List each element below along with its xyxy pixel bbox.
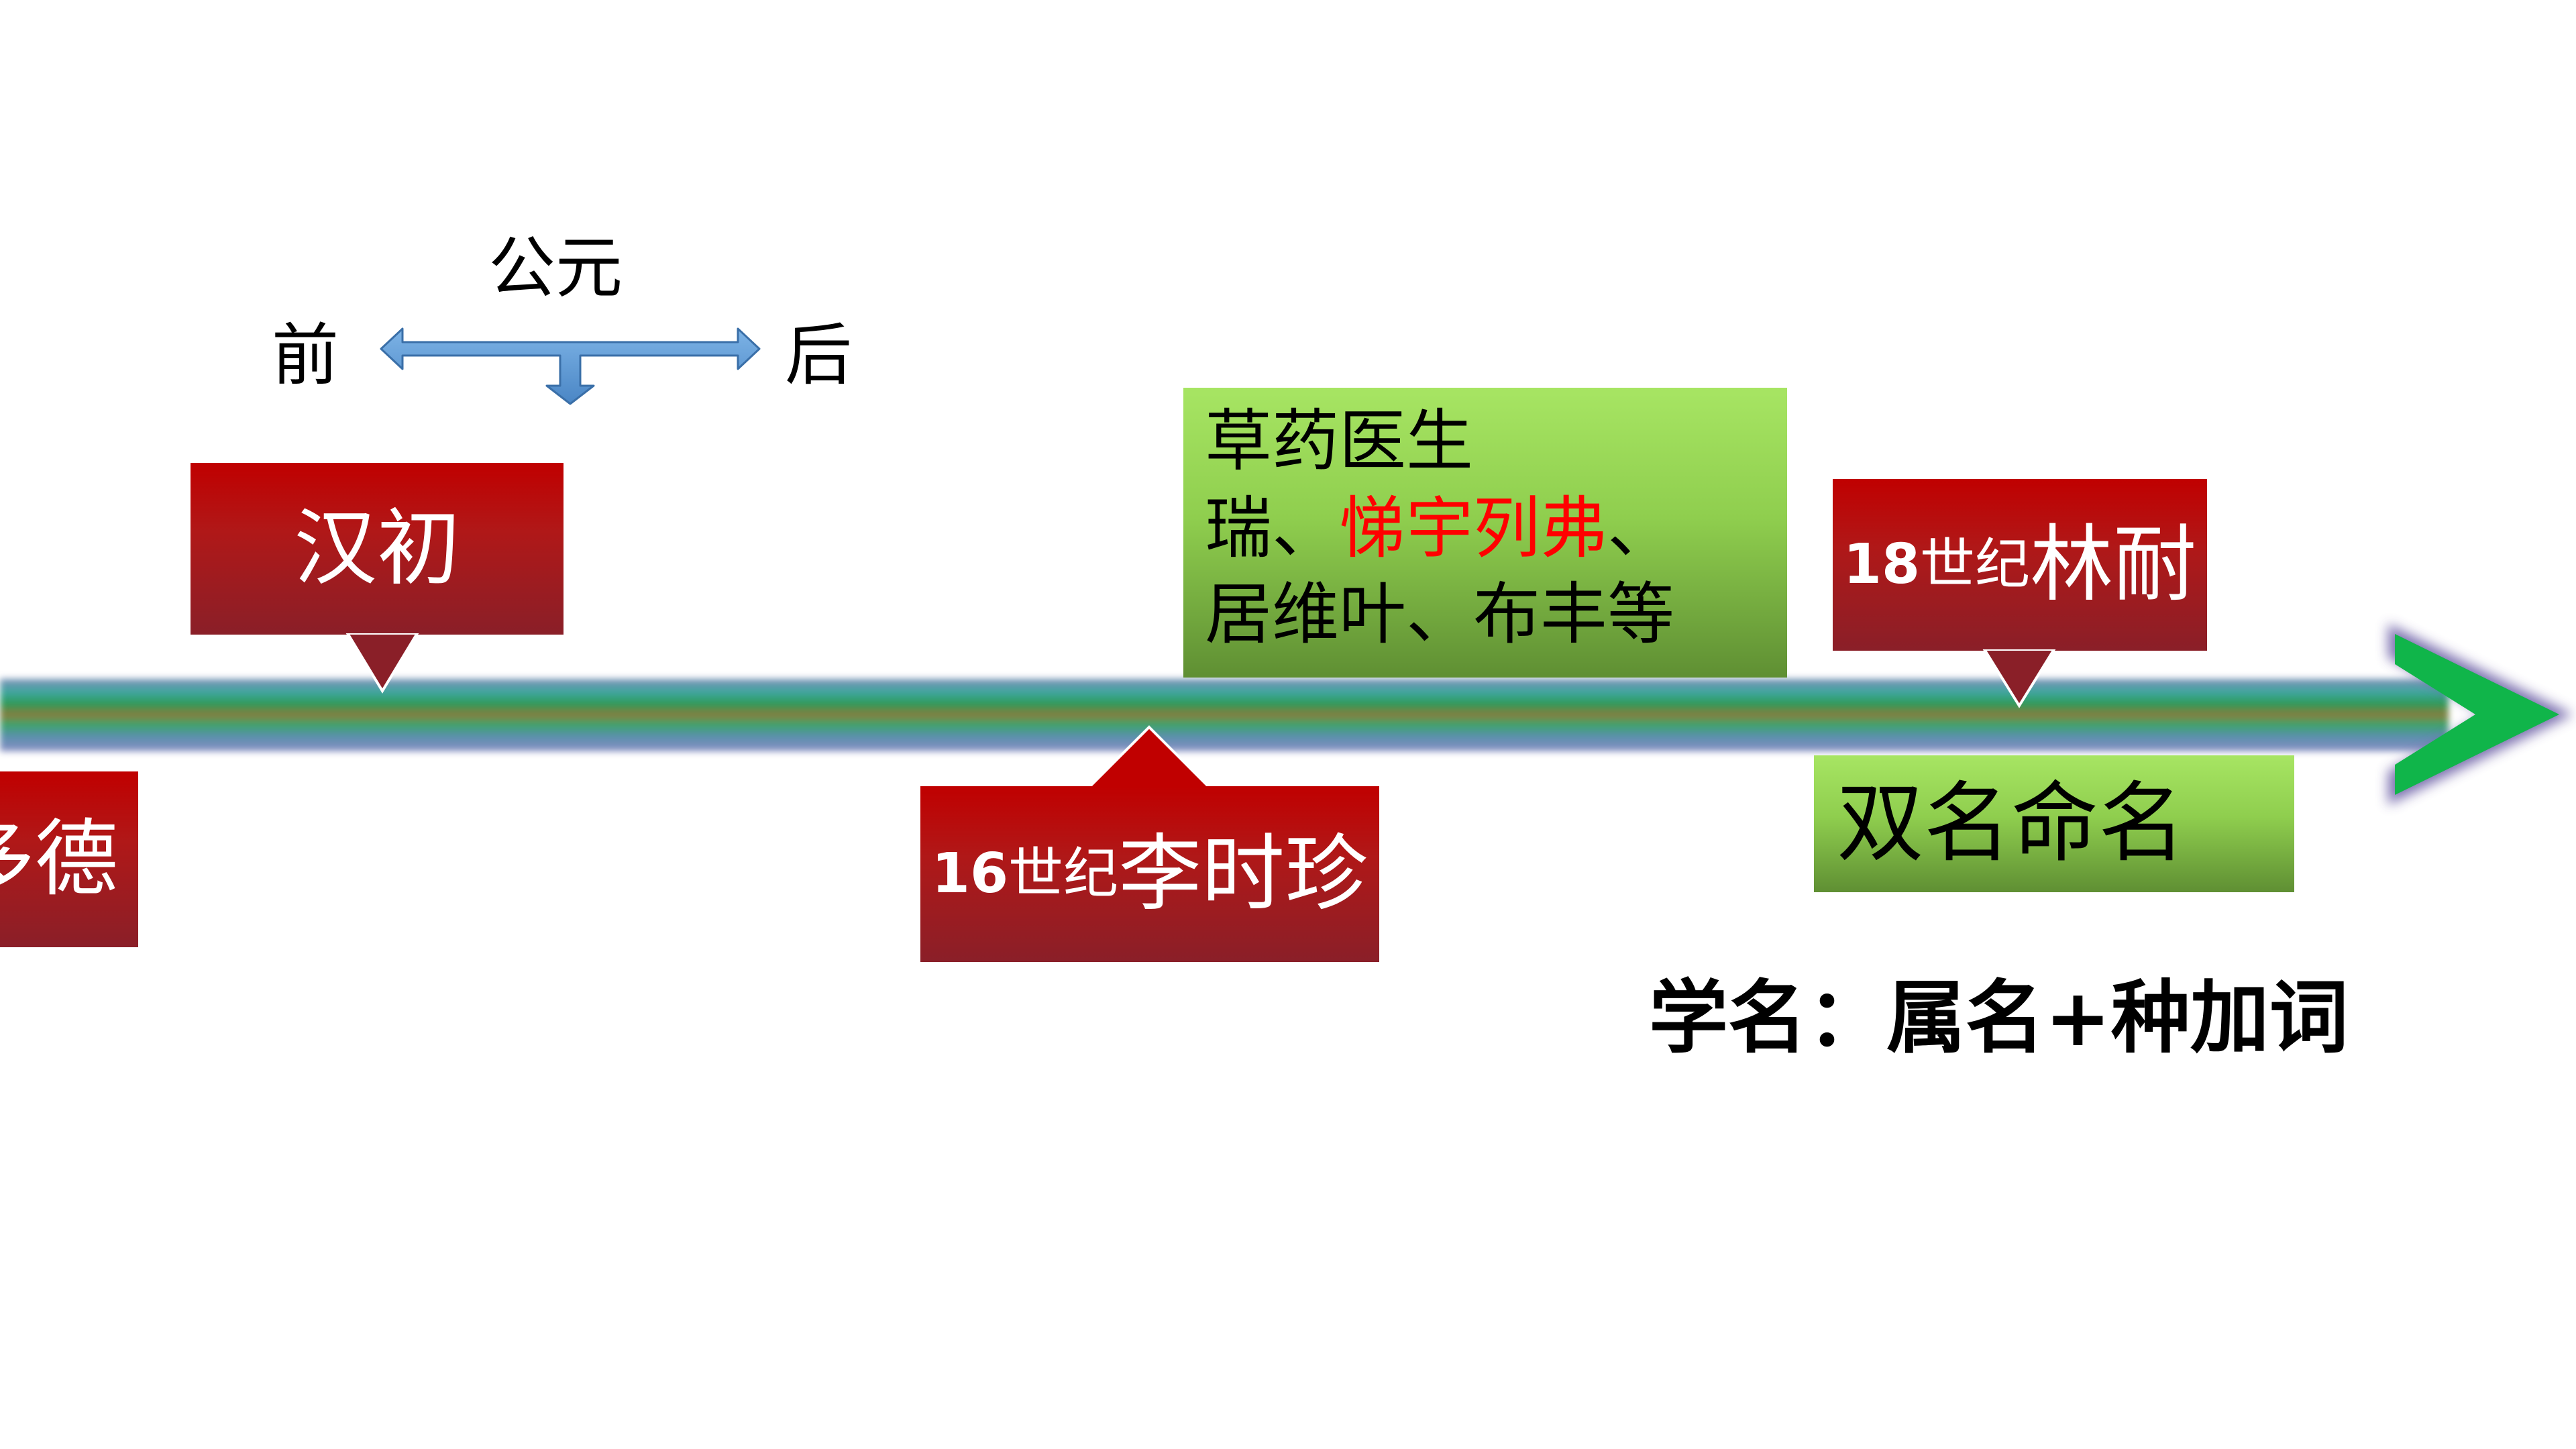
event-linnaeus-pointer [1982, 649, 2056, 708]
event-li-shizhen-pointer [1086, 725, 1212, 788]
scientific-name-formula: 学名：属名+种加词 [1649, 971, 2349, 1064]
era-before-label: 前 [272, 316, 339, 394]
event-linnaeus-name: 林耐 [2030, 517, 2197, 613]
event-li-shizhen-century: 16世纪 [931, 842, 1119, 906]
era-double-arrow-icon [380, 327, 761, 405]
event-li-shizhen-name: 李时珍 [1118, 826, 1368, 922]
herbalists-line3: 居维叶、布丰等 [1205, 575, 1674, 653]
event-li-shizhen-box: 16世纪 李时珍 [920, 786, 1379, 962]
binomial-label: 双名命名 [1837, 772, 2186, 874]
event-aristotle-box: 多德 [0, 771, 138, 947]
timeline-arrow [0, 624, 2573, 805]
herbalists-highlight: 悌宇列弗 [1339, 489, 1607, 568]
era-label: 公元 [488, 229, 623, 307]
herbalists-title: 草药医生 [1205, 402, 1473, 480]
event-linnaeus-century: 18世纪 [1843, 533, 2031, 596]
event-early-han-label: 汉初 [293, 500, 460, 597]
event-aristotle-label: 多德 [0, 811, 118, 908]
herbalists-box: 草药医生 瑞、悌宇列弗、 居维叶、布丰等 [1183, 388, 1787, 678]
event-linnaeus-box: 18世纪 林耐 [1833, 479, 2207, 651]
event-early-han-pointer [345, 633, 419, 694]
event-early-han-box: 汉初 [191, 463, 564, 635]
herbalists-line2: 瑞、悌宇列弗、 [1205, 489, 1674, 568]
timeline-arrowhead-icon [2395, 634, 2559, 795]
timeline-shaft [0, 679, 2449, 751]
era-after-label: 后 [785, 316, 852, 394]
binomial-box: 双名命名 [1814, 755, 2294, 892]
